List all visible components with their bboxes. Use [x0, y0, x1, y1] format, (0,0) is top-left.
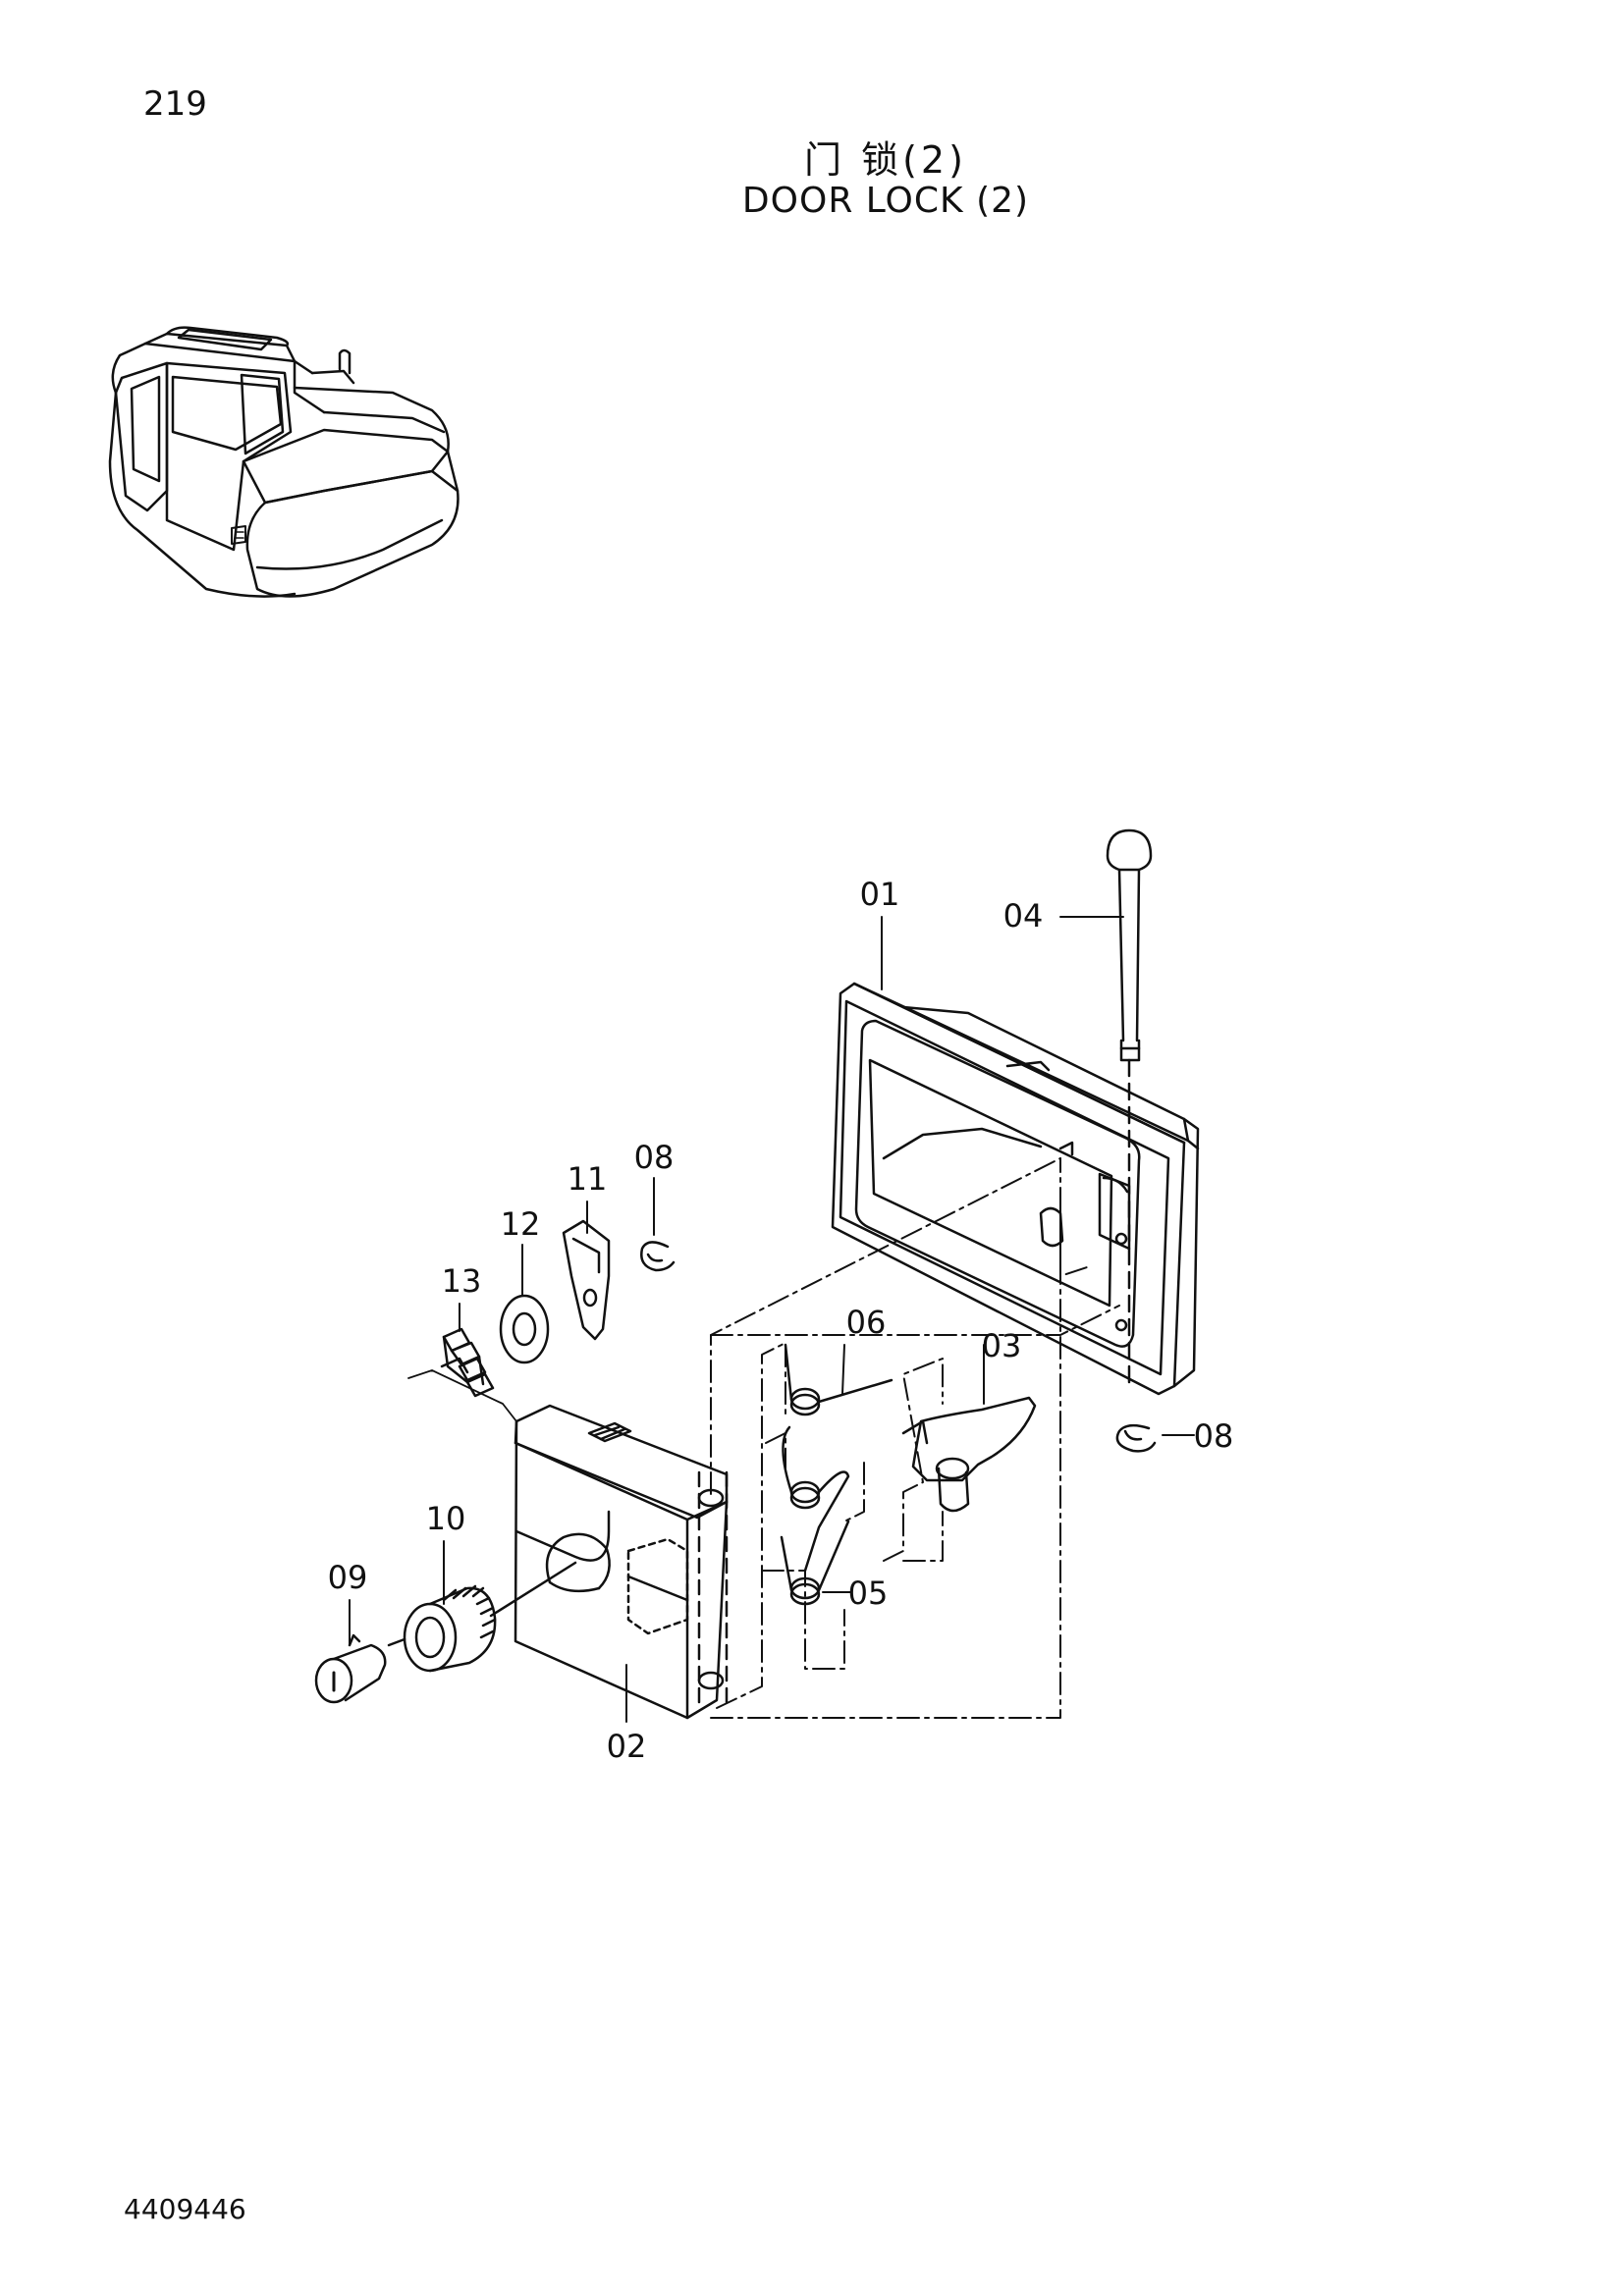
callout-12: 12 [501, 1205, 541, 1243]
drawing-number: 4409446 [124, 2193, 246, 2225]
part-06-spring-upper [784, 1343, 893, 1416]
callout-03: 03 [982, 1327, 1022, 1364]
callout-02: 02 [607, 1728, 647, 1765]
callout-11: 11 [568, 1160, 608, 1198]
part-08-retaining-ring-upper [640, 1241, 676, 1272]
part-13-shim-stack [407, 1327, 517, 1422]
title-english: DOOR LOCK (2) [741, 181, 1030, 221]
part-10-cylinder-nut [403, 1584, 497, 1673]
callout-08-lower: 08 [1194, 1417, 1234, 1455]
excavator-location-thumbnail [108, 326, 460, 598]
part-spring-middle [782, 1425, 850, 1573]
callout-10: 10 [426, 1500, 466, 1537]
part-11-plate [562, 1219, 611, 1341]
assembly-axis-cylinder [387, 1561, 577, 1647]
page-number: 219 [143, 84, 207, 124]
part-12-washer [499, 1294, 550, 1364]
callout-06: 06 [846, 1304, 887, 1341]
callout-01: 01 [860, 876, 900, 913]
assembly-phantom-lines [710, 1157, 1120, 1719]
callout-13: 13 [442, 1262, 482, 1300]
callout-leader-lines [349, 916, 1195, 1723]
part-01-handle-housing [831, 982, 1200, 1396]
callout-05: 05 [848, 1575, 889, 1612]
callout-04: 04 [1003, 897, 1044, 934]
part-04-pin [1106, 828, 1153, 1386]
part-09-key-cylinder [314, 1633, 387, 1704]
part-03-latch-lever [901, 1396, 1037, 1513]
callout-08-upper: 08 [634, 1139, 675, 1176]
title-chinese: 门 锁(2) [804, 138, 967, 182]
part-08-retaining-ring-lower [1115, 1423, 1157, 1453]
part-02-lock-body [514, 1404, 729, 1720]
callout-09: 09 [328, 1559, 368, 1596]
